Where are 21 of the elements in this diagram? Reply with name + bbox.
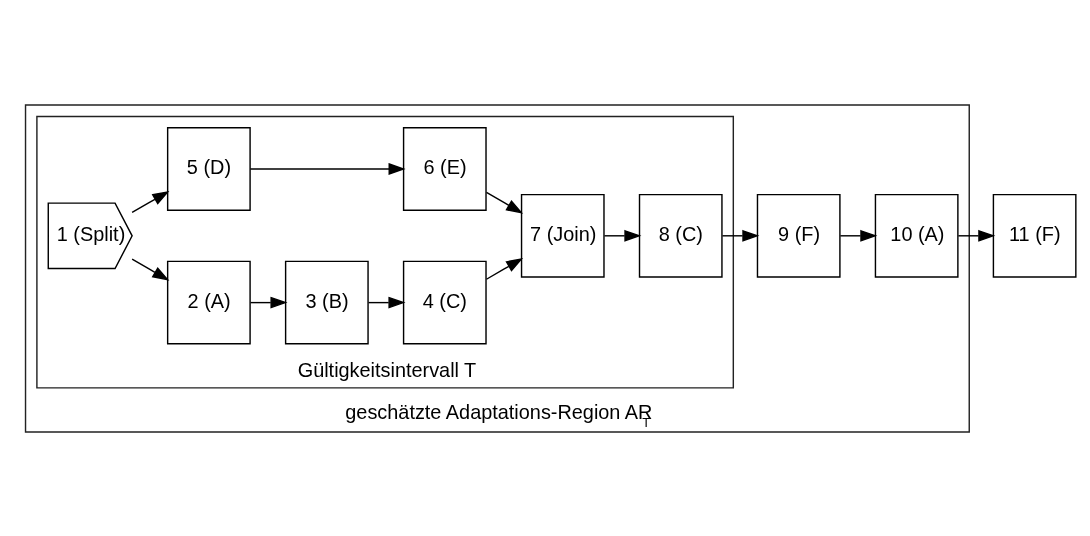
- node-box: 8 (C): [638, 193, 723, 278]
- arrow: [485, 257, 524, 280]
- arrow: [839, 229, 878, 242]
- arrow: [485, 191, 524, 214]
- node-box: 10 (A): [874, 193, 959, 278]
- arrow: [603, 229, 642, 242]
- arrow: [367, 296, 406, 309]
- node-box: 5 (D): [166, 126, 251, 211]
- arrow: [721, 229, 760, 242]
- arrow: [249, 296, 288, 309]
- node-box: 4 (C): [402, 260, 487, 345]
- node-box: 2 (A): [166, 260, 251, 345]
- node-box: 3 (B): [284, 260, 369, 345]
- node-box: 9 (F): [756, 193, 841, 278]
- arrow: [249, 162, 406, 175]
- arrow: [131, 190, 170, 213]
- arrow: [131, 257, 170, 281]
- arrow: [957, 229, 996, 242]
- node-box: 11 (F): [992, 193, 1077, 278]
- node-box: 7 (Join): [520, 193, 605, 278]
- node-box: 6 (E): [402, 126, 487, 211]
